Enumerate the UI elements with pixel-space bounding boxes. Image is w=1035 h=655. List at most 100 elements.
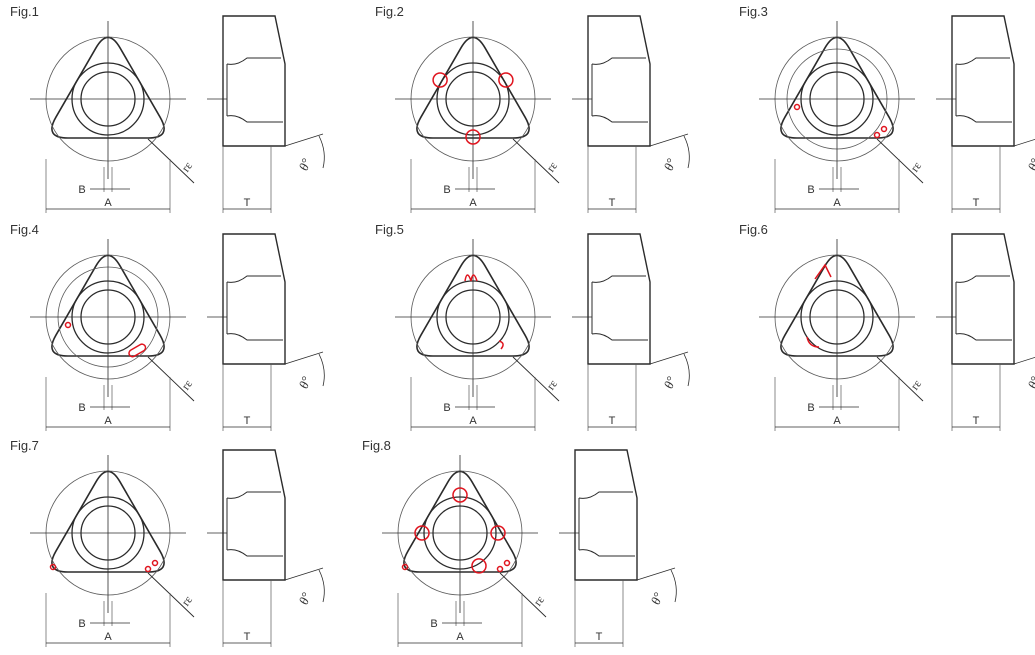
figure-6: Fig.6 rεA B Tθ° bbox=[739, 222, 1035, 431]
marker-dot bbox=[64, 321, 72, 329]
angle-reference-line bbox=[649, 133, 689, 147]
insert-outline bbox=[51, 36, 165, 139]
side-view-counterbore bbox=[226, 275, 281, 283]
side-view-outline bbox=[574, 449, 638, 581]
dimension-a-label: A bbox=[469, 415, 477, 427]
side-view-bottom-contour bbox=[226, 549, 283, 557]
angle-reference-line bbox=[649, 351, 689, 365]
radius-leader bbox=[147, 356, 195, 402]
angle-reference-line bbox=[1013, 138, 1035, 147]
clamp-lobe bbox=[465, 129, 481, 145]
figure-label: Fig.6 bbox=[739, 222, 768, 237]
angle-arc bbox=[318, 569, 325, 603]
clamp-lobe bbox=[471, 558, 487, 574]
top-notch bbox=[464, 274, 478, 282]
side-view-bottom-contour bbox=[591, 333, 648, 341]
dimension-a-label: A bbox=[456, 631, 464, 643]
insert-outline bbox=[780, 254, 894, 357]
side-view-outline bbox=[587, 233, 651, 365]
side-view-counterbore bbox=[591, 275, 646, 283]
radius-leader bbox=[512, 138, 560, 184]
dimension-b-label: B bbox=[807, 402, 814, 414]
figure-label: Fig.8 bbox=[362, 438, 391, 453]
insert-outline bbox=[416, 36, 530, 139]
side-view-bottom-contour bbox=[955, 333, 1012, 341]
clamp-lobe bbox=[414, 525, 430, 541]
dimension-a-label: A bbox=[104, 415, 112, 427]
dimension-t-label: T bbox=[973, 197, 980, 209]
insert-outline bbox=[403, 470, 517, 573]
side-view-outline bbox=[222, 449, 286, 581]
clamp-lobe bbox=[452, 487, 468, 503]
angle-theta-label: θ° bbox=[661, 156, 679, 172]
marker-dot bbox=[873, 131, 881, 139]
side-view-bottom-contour bbox=[955, 115, 1012, 123]
angle-arc bbox=[683, 353, 690, 387]
side-view-outline bbox=[951, 15, 1015, 147]
angle-arc bbox=[318, 353, 325, 387]
radius-leader bbox=[876, 138, 924, 184]
bottom-edge-mark bbox=[806, 336, 820, 348]
dimension-t-label: T bbox=[596, 631, 603, 643]
radius-leader bbox=[876, 356, 924, 402]
dimension-a-label: A bbox=[469, 197, 477, 209]
dimension-a-label: A bbox=[104, 197, 112, 209]
side-view-outline bbox=[951, 233, 1015, 365]
angle-theta-label: θ° bbox=[1025, 374, 1035, 390]
angle-reference-line bbox=[284, 133, 324, 147]
side-view-counterbore bbox=[226, 57, 281, 65]
angle-arc bbox=[670, 569, 677, 603]
angle-reference-line bbox=[284, 351, 324, 365]
angle-theta-label: θ° bbox=[296, 374, 314, 390]
figure-label: Fig.3 bbox=[739, 4, 768, 19]
marker-dot bbox=[401, 563, 409, 571]
insert-outline bbox=[416, 254, 530, 357]
side-view-outline bbox=[587, 15, 651, 147]
angle-theta-label: θ° bbox=[661, 374, 679, 390]
side-view-bottom-contour bbox=[226, 115, 283, 123]
dimension-b-label: B bbox=[78, 402, 85, 414]
dimension-b-label: B bbox=[78, 184, 85, 196]
dimension-a-label: A bbox=[833, 415, 841, 427]
figure-label: Fig.5 bbox=[375, 222, 404, 237]
top-edge-mark bbox=[814, 263, 832, 280]
marker-dot bbox=[144, 565, 152, 573]
corner-radius-label: rε bbox=[178, 159, 195, 174]
corner-radius-label: rε bbox=[907, 377, 924, 392]
marker-dot bbox=[503, 559, 511, 567]
marker-dot bbox=[880, 125, 888, 133]
corner-radius-label: rε bbox=[907, 159, 924, 174]
marker-slot bbox=[128, 343, 147, 358]
angle-theta-label: θ° bbox=[1025, 156, 1035, 172]
dimension-b-label: B bbox=[78, 618, 85, 630]
dimension-t-label: T bbox=[244, 415, 251, 427]
clamp-lobe bbox=[432, 72, 448, 88]
angle-arc bbox=[318, 135, 325, 169]
angle-arc bbox=[683, 135, 690, 169]
dimension-t-label: T bbox=[244, 197, 251, 209]
corner-radius-label: rε bbox=[543, 159, 560, 174]
dimension-t-label: T bbox=[609, 415, 616, 427]
dimension-b-label: B bbox=[443, 184, 450, 196]
marker-dot bbox=[151, 559, 159, 567]
corner-radius-label: rε bbox=[178, 377, 195, 392]
radius-leader bbox=[512, 356, 560, 402]
side-view-bottom-contour bbox=[591, 115, 648, 123]
side-view-bottom-contour bbox=[578, 549, 635, 557]
side-view-counterbore bbox=[955, 57, 1010, 65]
side-view-counterbore bbox=[578, 491, 633, 499]
marker-dot bbox=[49, 563, 57, 571]
side-view-counterbore bbox=[226, 491, 281, 499]
side-notch bbox=[498, 340, 504, 350]
dimension-t-label: T bbox=[973, 415, 980, 427]
dimension-a-label: A bbox=[833, 197, 841, 209]
side-view-counterbore bbox=[955, 275, 1010, 283]
